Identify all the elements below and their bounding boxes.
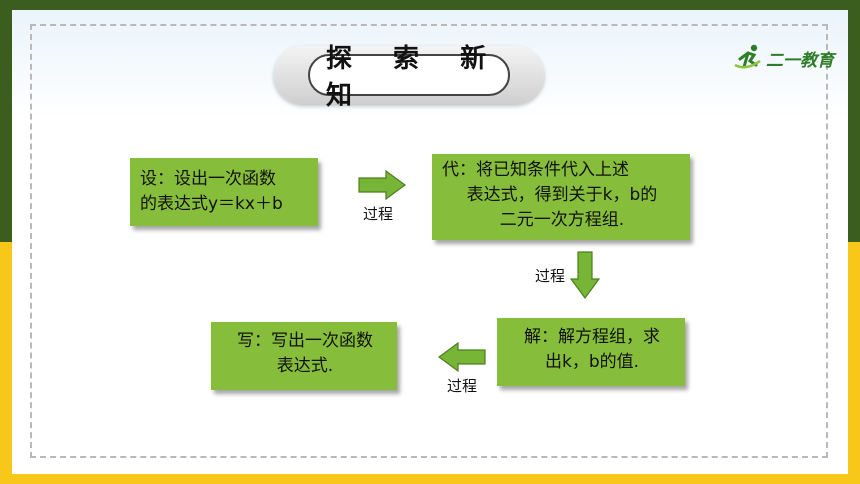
title-banner: 探 索 新 知	[274, 44, 544, 111]
step-set-line-1: 设：设出一次函数	[140, 169, 276, 189]
arrow-3-label: 过程	[447, 377, 478, 395]
step-solve-line-1: 解：解方程组，求	[524, 327, 660, 347]
step-set-box: 设：设出一次函数 的表达式y＝kx＋b	[130, 158, 318, 226]
page-title: 探 索 新 知	[308, 44, 510, 111]
step-solve-line-2: 出k，b的值.	[544, 352, 640, 372]
arrow-1-label: 过程	[363, 205, 394, 223]
step-substitute-line-3: 二元一次方程组.	[499, 210, 625, 230]
arrow-down-icon	[570, 251, 600, 299]
arrow-2-label: 过程	[535, 267, 566, 285]
runner-logo-icon	[734, 44, 761, 69]
logo: 二一教育	[734, 40, 834, 76]
slide-card: 探 索 新 知 二一教育	[12, 10, 848, 474]
dashed-border	[30, 24, 828, 458]
step-write-line-2: 表达式.	[276, 356, 334, 376]
step-write-box: 写：写出一次函数 表达式.	[211, 322, 397, 390]
step-solve-box: 解：解方程组，求 出k，b的值.	[497, 318, 685, 386]
step-substitute-box: 代：将已知条件代入上述 表达式，得到关于k，b的 二元一次方程组.	[432, 154, 690, 240]
arrow-right-icon	[358, 170, 406, 200]
step-substitute-line-1: 代：将已知条件代入上述	[442, 160, 629, 180]
step-write-line-1: 写：写出一次函数	[237, 331, 373, 351]
logo-text: 二一教育	[766, 50, 834, 71]
step-set-line-2: 的表达式y＝kx＋b	[140, 194, 283, 214]
arrow-left-icon	[438, 342, 486, 372]
step-substitute-line-2: 表达式，得到关于k，b的	[466, 185, 658, 205]
